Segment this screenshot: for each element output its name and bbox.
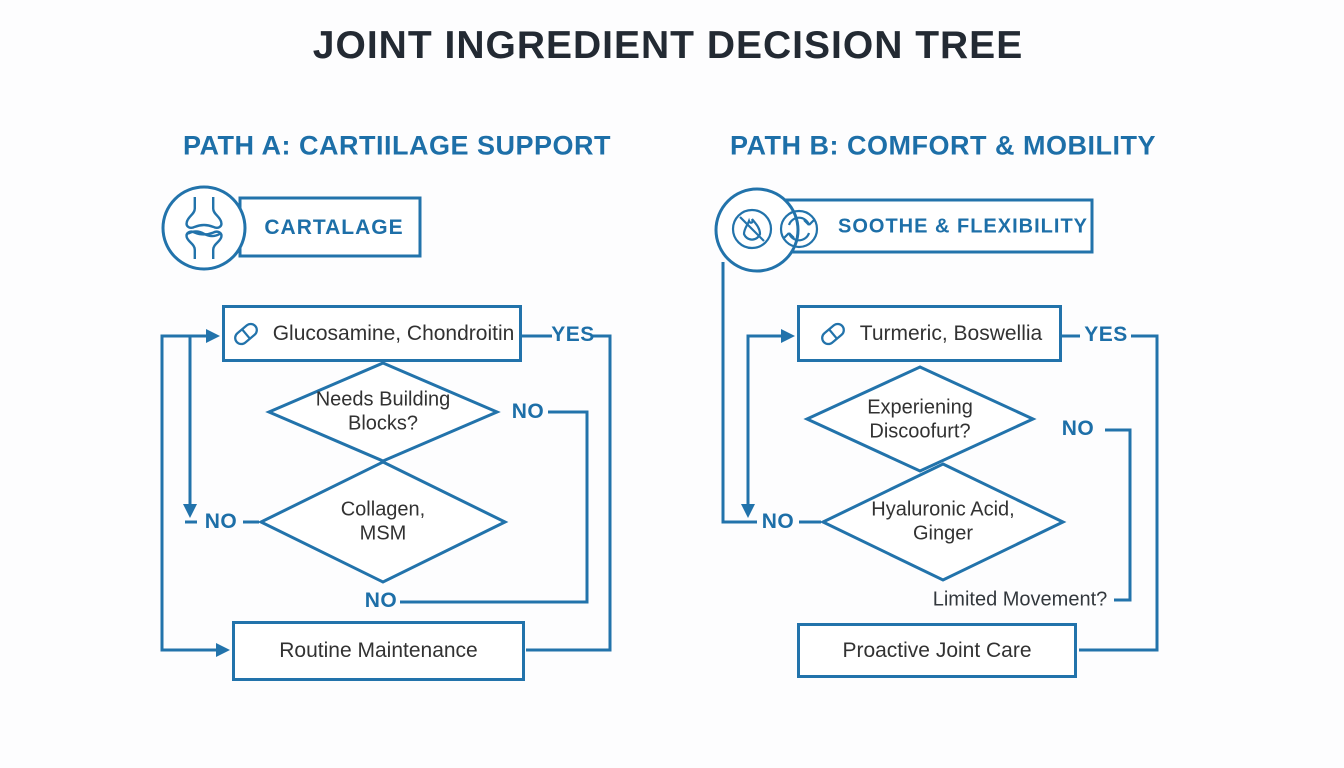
outcome-box-a: Routine Maintenance — [232, 621, 525, 681]
capsule-icon — [233, 322, 258, 345]
decision-a1-label: Needs Building Blocks? — [315, 388, 451, 434]
outcome-b-label: Proactive Joint Care — [842, 638, 1032, 662]
outcome-a-label: Routine Maintenance — [279, 639, 478, 662]
arrow-into-box-b — [781, 329, 795, 343]
supplement-box-b: Turmeric, Boswellia — [797, 305, 1062, 362]
yes-label-b: YES — [1084, 323, 1128, 346]
path-b-header: PATH B: COMFORT & MOBILITY — [730, 130, 1156, 161]
decision-diamond-experiencing-discomfort — [803, 365, 1037, 473]
path-a-badge-shape — [161, 185, 422, 271]
no-label-b-right: NO — [1061, 417, 1095, 440]
path-b-badge-shape — [714, 187, 1094, 273]
supplement-b-label: Turmeric, Boswellia — [859, 321, 1043, 345]
limited-movement-label: Limited Movement? — [932, 588, 1108, 611]
yes-label-a: YES — [551, 323, 595, 346]
decision-diamond-hyaluronic-ginger — [819, 462, 1067, 582]
knee-joint-icon — [185, 196, 223, 260]
supplement-box-a: Glucosamine, Chondroitin — [222, 305, 522, 362]
arrow-into-outcome-a — [216, 643, 230, 657]
mobility-refresh-icon — [779, 209, 819, 249]
decision-b2-label: Hyaluronic Acid, Ginger — [871, 498, 1015, 544]
path-a-connectors — [160, 334, 612, 652]
no-label-a-left: NO — [204, 510, 238, 533]
no-inflammation-icon — [731, 208, 773, 250]
decision-diamond-collagen-msm — [257, 460, 509, 584]
decision-a2-label: Collagen, MSM — [340, 498, 426, 544]
decision-b1-label: Experiening Discoofurt? — [867, 396, 973, 442]
outcome-box-b: Proactive Joint Care — [797, 623, 1077, 678]
path-a-badge-label: CARTALAGE — [264, 216, 404, 239]
supplement-a-label: Glucosamine, Chondroitin — [272, 321, 515, 345]
arrow-into-box-a — [206, 329, 220, 343]
no-label-a-right: NO — [511, 400, 545, 423]
no-label-b-left: NO — [761, 510, 795, 533]
arrowheads — [183, 329, 795, 657]
arrow-down-b — [741, 504, 755, 518]
capsule-icon — [820, 322, 845, 345]
path-b-connectors — [721, 262, 1159, 652]
diagram-title: JOINT INGREDIENT DECISION TREE — [312, 24, 1024, 67]
arrow-down-a — [183, 504, 197, 518]
path-a-header: PATH A: CARTIILAGE SUPPORT — [183, 130, 611, 161]
no-label-a-bottom: NO — [364, 589, 398, 612]
path-b-badge-label: SOOTHE & FLEXIBILITY — [837, 215, 1089, 238]
